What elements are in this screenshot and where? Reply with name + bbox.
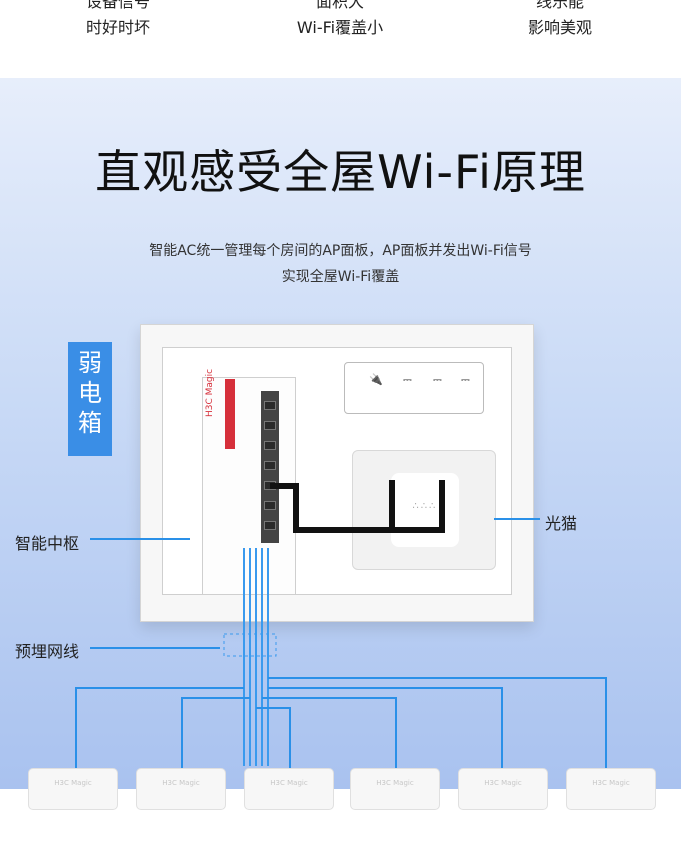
ap-brand: H3C Magic — [484, 779, 522, 787]
feature-2-line2: Wi-Fi覆盖小 — [296, 18, 384, 37]
socket-icon: 🔌 — [369, 373, 383, 386]
diagram-lines — [75, 480, 607, 772]
feature-3-line1: 线乐能 — [535, 0, 584, 11]
power-cable-2 — [392, 480, 445, 533]
ap-brand: H3C Magic — [376, 779, 414, 787]
box-label-text: 弱电箱 — [78, 349, 102, 437]
socket-icon: ⎓ — [403, 373, 412, 386]
modem-callout-label: 光猫 — [545, 514, 578, 533]
subtitle-line1: 智能AC统一管理每个房间的AP面板，AP面板并发出Wi-Fi信号 — [149, 243, 532, 259]
lan-port — [264, 441, 276, 450]
power-cable — [270, 480, 395, 533]
weak-current-box-label: 弱电箱 — [68, 342, 112, 456]
modem-face: ∴∴∴ — [391, 473, 459, 547]
ap-panel: H3C Magic — [136, 768, 226, 810]
socket-icon: ⎓ — [433, 373, 442, 386]
hub-port-column — [261, 391, 279, 543]
ap-panel-row: H3C Magic H3C Magic H3C Magic H3C Magic … — [0, 768, 681, 867]
ap-brand: H3C Magic — [54, 779, 92, 787]
ap-panel: H3C Magic — [566, 768, 656, 810]
lan-port — [264, 501, 276, 510]
hub-red-strip — [225, 379, 235, 449]
optical-modem: ∴∴∴ — [352, 450, 496, 570]
feature-2-line1: 面积大 — [315, 0, 364, 11]
ap-panel: H3C Magic — [350, 768, 440, 810]
top-feature-strip: 设备信号 时好时坏 面积大 Wi-Fi覆盖小 线乐能 影响美观 — [0, 0, 681, 78]
lan-port — [264, 461, 276, 470]
lan-port — [264, 401, 276, 410]
feature-1-line1: 设备信号 — [85, 0, 150, 11]
subtitle-line2: 实现全屋Wi-Fi覆盖 — [281, 269, 400, 285]
cables-callout-label: 预埋网线 — [15, 642, 80, 661]
ap-panel: H3C Magic — [458, 768, 548, 810]
ap-panel: H3C Magic — [244, 768, 334, 810]
ap-panel: H3C Magic — [28, 768, 118, 810]
hub-callout-label: 智能中枢 — [15, 534, 80, 553]
page-title: 直观感受全屋Wi-Fi原理 — [95, 145, 586, 199]
ap-brand: H3C Magic — [270, 779, 308, 787]
ap-brand: H3C Magic — [162, 779, 200, 787]
feature-1-line2: 时好时坏 — [85, 18, 150, 37]
power-strip: 🔌 ⎓ ⎓ ⎓ — [344, 362, 484, 414]
socket-icon: ⎓ — [461, 373, 470, 386]
hero-panel: 直观感受全屋Wi-Fi原理 智能AC统一管理每个房间的AP面板，AP面板并发出W… — [0, 78, 681, 810]
lan-port — [264, 521, 276, 530]
lan-port — [264, 421, 276, 430]
modem-vent-icon: ∴∴∴ — [412, 501, 438, 512]
ap-brand: H3C Magic — [592, 779, 630, 787]
feature-3-line2: 影响美观 — [527, 18, 592, 37]
